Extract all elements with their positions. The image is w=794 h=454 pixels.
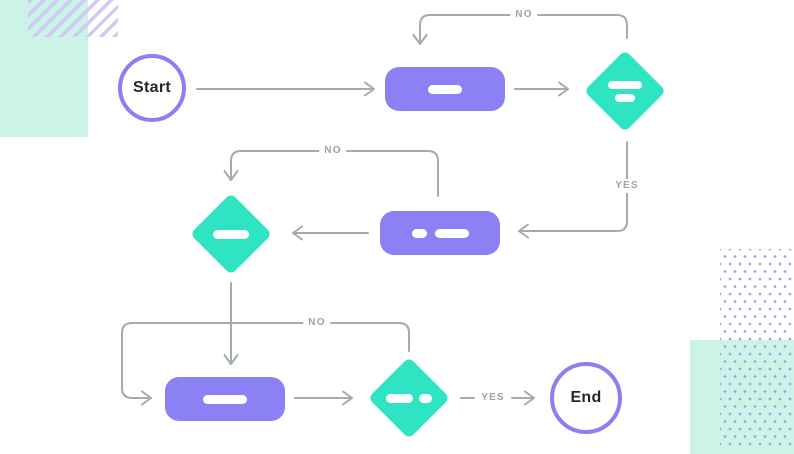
edge-label-decision1-no: NO <box>510 8 538 22</box>
edge-process3-to-decision3 <box>294 390 353 406</box>
decision-node-2 <box>189 192 273 276</box>
decision-node-3 <box>367 356 451 440</box>
process-node-1 <box>385 67 505 111</box>
edge-label-decision2-no: NO <box>319 144 347 158</box>
decor-dot-grid <box>720 249 792 450</box>
placeholder-dash <box>434 228 469 238</box>
start-node-label: Start <box>133 79 171 96</box>
process-node-2 <box>380 211 500 255</box>
placeholder-dash <box>213 229 249 239</box>
edge-decision3-yes-to-end <box>460 390 535 406</box>
edge-decision3-no-loop <box>121 322 410 406</box>
placeholder-dash <box>386 393 413 403</box>
edge-start-to-process1 <box>196 81 375 97</box>
decor-diagonal-stripes <box>28 0 118 37</box>
edge-process2-to-decision2 <box>292 225 369 241</box>
placeholder-dash <box>411 228 427 238</box>
edge-decision1-yes-to-process2 <box>518 141 628 239</box>
edge-label-decision3-yes: YES <box>476 391 510 405</box>
placeholder-dash <box>428 84 462 94</box>
process-node-3 <box>165 377 285 421</box>
edge-process1-to-decision1 <box>514 81 569 97</box>
end-node-label: End <box>570 389 602 406</box>
edge-label-decision3-no: NO <box>303 316 331 330</box>
end-node: End <box>550 362 622 434</box>
placeholder-dash <box>203 394 247 404</box>
placeholder-dash <box>615 93 635 102</box>
placeholder-dash <box>419 393 432 403</box>
start-node: Start <box>118 54 186 122</box>
decision-node-1 <box>583 49 667 133</box>
placeholder-dash <box>608 80 642 89</box>
edge-label-decision1-yes: YES <box>610 179 644 193</box>
